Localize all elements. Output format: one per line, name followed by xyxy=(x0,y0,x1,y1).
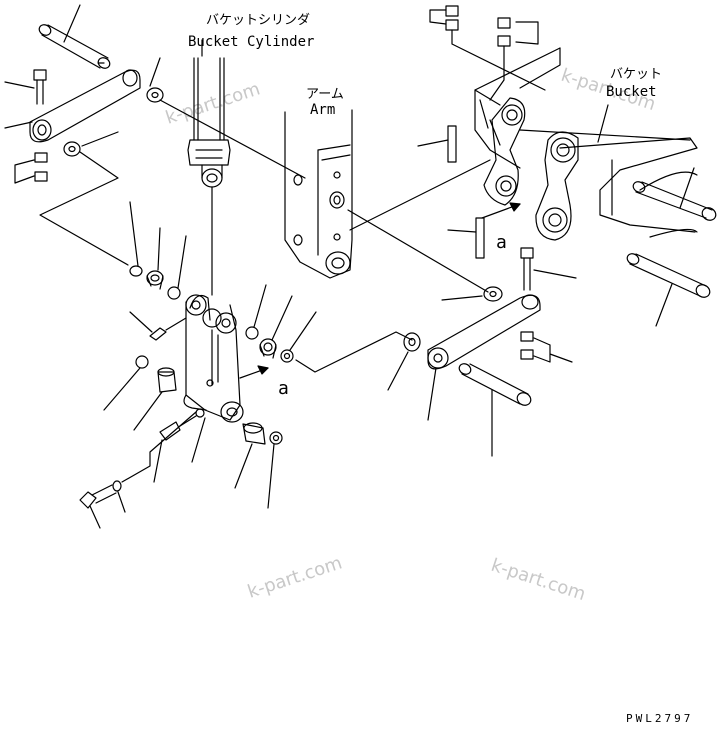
bucket-top-nuts xyxy=(429,5,546,91)
label-bucket-cylinder-jp: バケットシリンダ xyxy=(206,13,310,28)
bolt-bottom-left xyxy=(79,484,117,529)
bushing-c2 xyxy=(259,295,293,359)
bucket-top-nuts-right xyxy=(489,17,539,101)
ref-label-a-right: a xyxy=(496,232,507,253)
ref-label-a-left: a xyxy=(278,378,289,399)
leader-washer-left xyxy=(39,151,129,266)
ref-arrow-a-left xyxy=(239,365,269,379)
washer-c5 xyxy=(103,355,149,411)
link-top-left xyxy=(4,69,141,143)
leader-to-right-link xyxy=(295,331,413,373)
bucket-hinge-plate xyxy=(535,131,579,241)
arm xyxy=(284,109,353,279)
leader-bottom-left xyxy=(121,411,197,483)
washer-upper-mid xyxy=(146,57,164,103)
washer-bottom-left xyxy=(112,480,126,513)
link-right xyxy=(427,294,541,421)
bushing-c1 xyxy=(146,227,164,290)
bucket-link-plate xyxy=(483,97,526,206)
bushing-c3 xyxy=(133,367,177,431)
bolt-top-left xyxy=(4,69,47,105)
washer-c1 xyxy=(129,201,143,277)
watermark-4: k-part.com xyxy=(488,555,588,605)
watermark-3: k-part.com xyxy=(245,552,345,602)
washer-right-upper xyxy=(441,286,503,302)
label-arm-en: Arm xyxy=(310,102,335,118)
ref-arrow-a-right xyxy=(481,202,521,219)
leader-cylinder-to-arm xyxy=(159,99,306,179)
bushing-c4 xyxy=(234,422,266,489)
grease-fitting-top xyxy=(129,311,187,341)
washer-top-left xyxy=(63,131,119,157)
washer-c4 xyxy=(280,311,317,363)
label-arm-jp: アーム xyxy=(306,87,344,102)
nuts-top-left xyxy=(14,152,48,184)
washer-right-lower xyxy=(387,332,421,391)
bolt-right xyxy=(520,247,577,291)
washer-c3 xyxy=(245,284,267,340)
nuts-right xyxy=(520,331,573,363)
leader-arm-to-bucket xyxy=(347,209,489,293)
washer-c7 xyxy=(267,431,283,509)
washer-c6 xyxy=(191,408,206,463)
label-bucket-en: Bucket xyxy=(606,84,657,100)
pin-right-lower xyxy=(458,363,532,457)
watermark-1: k-part.com xyxy=(163,78,263,128)
link-center-pair xyxy=(183,294,244,423)
bucket-cylinder xyxy=(187,39,231,296)
leader-arm-to-bucket-2 xyxy=(349,159,491,231)
bucket-bolt-left xyxy=(417,125,457,163)
bucket-pin-upper xyxy=(632,167,717,221)
drawing-code: PWL2797 xyxy=(626,712,693,725)
bucket-pin-lower xyxy=(626,253,711,327)
pin-top-left xyxy=(38,4,111,69)
washer-c2 xyxy=(167,235,187,300)
bucket xyxy=(474,47,698,238)
label-bucket-cylinder-en: Bucket Cylinder xyxy=(188,34,314,50)
bucket-bolt-lower xyxy=(447,217,485,259)
label-bucket-jp: バケット xyxy=(610,67,662,82)
grease-fitting-bottom xyxy=(153,415,197,483)
